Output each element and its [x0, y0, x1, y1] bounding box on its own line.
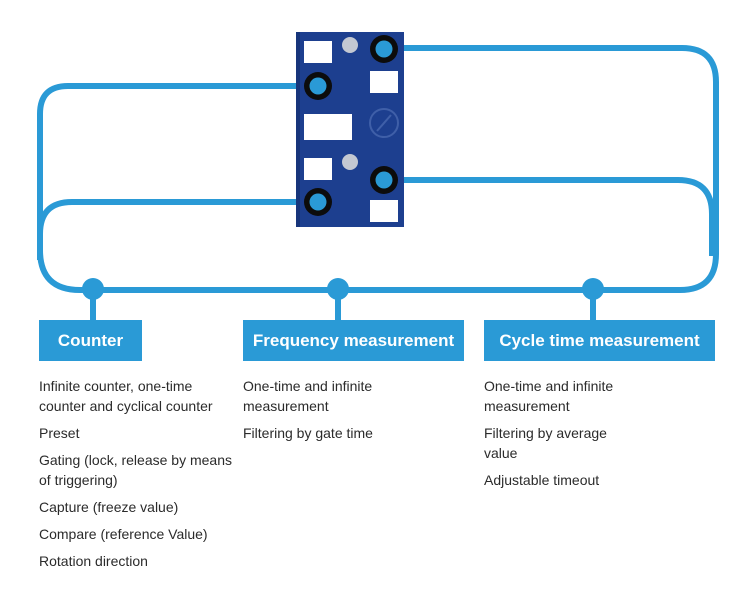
frequency-feature-list: One-time and infinite measurement Filter… [243, 376, 393, 450]
port-socket-icon [370, 166, 398, 194]
connector-cable-right-inner [384, 177, 715, 256]
list-item: Infinite counter, one-time counter and c… [39, 378, 213, 414]
drop-line-counter [90, 289, 96, 321]
cycle-time-measurement-label: Cycle time measurement [484, 320, 715, 361]
label-plate [370, 71, 398, 93]
list-item: Preset [39, 425, 80, 441]
list-item: Capture (freeze value) [39, 499, 179, 515]
label-plate [304, 41, 332, 63]
rotary-switch-icon [369, 108, 399, 138]
list-item: One-time and infinite measurement [243, 378, 373, 414]
label-plate [304, 158, 332, 180]
drop-line-cycle [590, 289, 596, 321]
connector-cable-left-inner [37, 199, 318, 260]
drop-line-frequency [335, 289, 341, 321]
counter-label: Counter [39, 320, 142, 361]
label-plate [304, 114, 352, 140]
list-item: Filtering by average value [484, 425, 607, 461]
list-item: Gating (lock, release by means of trigge… [39, 452, 232, 488]
frequency-measurement-label: Frequency measurement [243, 320, 464, 361]
connector-cable-left-outer [37, 45, 719, 293]
list-item: One-time and infinite measurement [484, 378, 614, 414]
list-item: Adjustable timeout [484, 472, 600, 488]
counter-feature-list: Infinite counter, one-time counter and c… [39, 376, 239, 578]
list-item: Rotation direction [39, 553, 148, 569]
label-plate [370, 200, 398, 222]
cycle-time-feature-list: One-time and infinite measurement Filter… [484, 376, 634, 497]
port-socket-icon [304, 72, 332, 100]
port-socket-icon [304, 188, 332, 216]
list-item: Filtering by gate time [243, 425, 373, 441]
port-socket-icon [370, 35, 398, 63]
led-indicator-icon [342, 154, 358, 170]
list-item: Compare (reference Value) [39, 526, 208, 542]
led-indicator-icon [342, 37, 358, 53]
io-module [296, 32, 404, 227]
